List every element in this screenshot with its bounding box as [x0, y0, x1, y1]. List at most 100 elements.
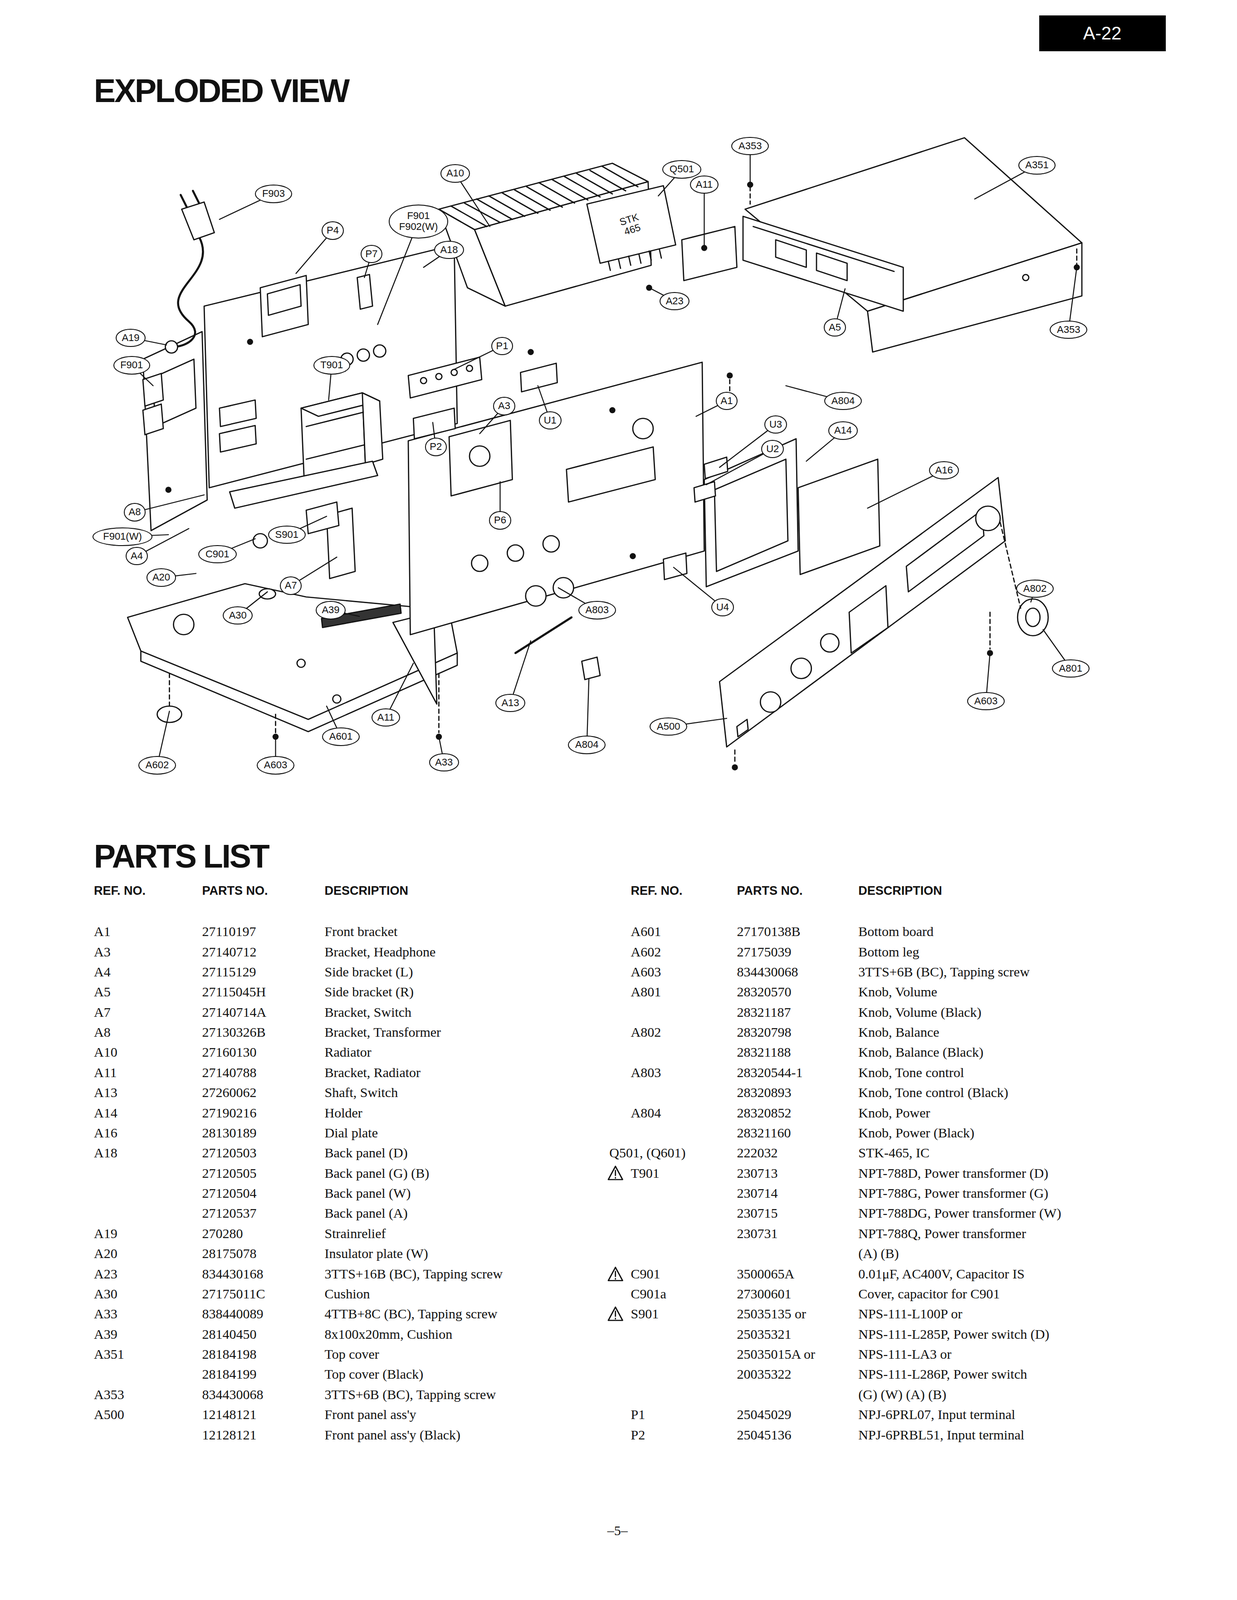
- table-cell: Cushion: [324, 1285, 371, 1303]
- callout-number: F903: [262, 188, 285, 200]
- table-cell: Strainrelief: [324, 1225, 387, 1242]
- table-cell: 28321160: [737, 1124, 792, 1142]
- table-header: DESCRIPTION: [858, 883, 943, 899]
- table-cell: 230715: [737, 1205, 778, 1222]
- table-cell: A804: [630, 1104, 662, 1122]
- radiator-bracket: [681, 226, 738, 281]
- headphone-bracket: [449, 420, 513, 497]
- caution-symbol: [608, 1166, 623, 1180]
- panel-jack: [373, 345, 387, 358]
- table-cell: 27120537: [202, 1205, 257, 1222]
- side-bracket-right: [743, 216, 904, 312]
- table-cell: NPJ-6PRBL51, Input terminal: [858, 1427, 1025, 1444]
- table-cell: A603: [630, 963, 662, 981]
- fuse-holder: [357, 274, 373, 310]
- callout-number: A11: [377, 712, 395, 724]
- table-cell: 270280: [202, 1225, 244, 1242]
- table-cell: T901: [630, 1165, 660, 1182]
- table-cell: 27115129: [202, 963, 257, 981]
- table-cell: 27140714A: [202, 1004, 267, 1021]
- callout-number: A30: [229, 610, 247, 621]
- table-cell: 28140450: [202, 1326, 257, 1343]
- table-cell: 0.01μF, AC400V, Capacitor IS: [858, 1266, 1025, 1283]
- table-cell: 27300601: [737, 1285, 792, 1303]
- callout-bubble: A16: [928, 461, 959, 480]
- callout-bubble: P2: [425, 437, 447, 456]
- table-cell: Cover, capacitor for C901: [858, 1285, 1000, 1303]
- callout-bubble: A11: [689, 175, 719, 194]
- table-cell: 230713: [737, 1165, 778, 1182]
- table-cell: A802: [630, 1024, 662, 1041]
- callout-number: P6: [493, 514, 507, 526]
- section-tab: A-22: [1039, 15, 1166, 52]
- callout-bubble: F901 F902(W): [388, 204, 449, 239]
- table-cell: A7: [93, 1004, 111, 1021]
- table-cell: S901: [630, 1305, 660, 1323]
- table-cell: NPT-788Q, Power transformer: [858, 1225, 1027, 1242]
- shaft-hole: [507, 545, 524, 562]
- switch-block: [775, 239, 807, 268]
- table-cell: C901: [630, 1266, 661, 1283]
- callout-number: A353: [738, 140, 762, 152]
- callout-number: P2: [429, 441, 442, 453]
- power-knob: [581, 657, 601, 680]
- table-cell: 838440089: [202, 1305, 264, 1323]
- callout-number: P4: [326, 224, 339, 236]
- terminal-jack: [466, 365, 473, 372]
- transformer-side: [362, 392, 383, 465]
- table-cell: A18: [93, 1144, 118, 1162]
- table-cell: Back panel (W): [324, 1185, 411, 1202]
- table-cell: Back panel (D): [324, 1144, 408, 1162]
- callout-number: A601: [329, 731, 353, 743]
- bottom-board: [127, 583, 458, 720]
- callout-bubble: A13: [495, 694, 526, 713]
- table-cell: Q501, (Q601): [609, 1144, 686, 1162]
- callout-number: A351: [1025, 159, 1049, 171]
- table-cell: 3TTS+16B (BC), Tapping screw: [324, 1266, 504, 1283]
- table-cell: 28321187: [737, 1004, 792, 1021]
- callout-bubble: A8: [123, 503, 146, 522]
- table-cell: A351: [93, 1346, 125, 1363]
- table-cell: 27120505: [202, 1165, 257, 1182]
- table-cell: Bracket, Transformer: [324, 1024, 442, 1041]
- table-cell: 28320798: [737, 1024, 792, 1041]
- callout-bubble: A39: [315, 601, 346, 620]
- callout-number: A4: [130, 550, 143, 562]
- table-cell: 27120503: [202, 1144, 257, 1162]
- callout-bubble: A804: [824, 391, 862, 411]
- table-cell: A20: [93, 1245, 118, 1262]
- callout-bubble: A23: [659, 292, 690, 311]
- table-cell: 20035322: [737, 1366, 792, 1383]
- panel-jack: [357, 349, 370, 362]
- table-cell: 3TTS+6B (BC), Tapping screw: [858, 963, 1030, 981]
- table-cell: 25035015A or: [737, 1346, 816, 1363]
- switch: [694, 481, 716, 503]
- callout-bubble: A30: [222, 606, 253, 625]
- callout-number: A16: [935, 464, 954, 476]
- table-cell: 3500065A: [737, 1266, 795, 1283]
- table-cell: STK-465, IC: [858, 1144, 930, 1162]
- transformer-core: [306, 412, 365, 460]
- table-cell: Bracket, Radiator: [324, 1064, 421, 1081]
- screw: [609, 407, 616, 414]
- callout-bubble: A804: [567, 735, 606, 754]
- table-cell: Top cover (Black): [324, 1366, 424, 1383]
- table-cell: A23: [93, 1266, 118, 1283]
- callout-bubble: A801: [1051, 659, 1090, 678]
- panel-cutout: [219, 400, 257, 427]
- callout-bubble: A19: [115, 328, 146, 348]
- table-cell: A13: [93, 1084, 118, 1101]
- callout-number: A7: [284, 580, 298, 592]
- table-cell: 28320570: [737, 983, 792, 1001]
- power-cord: [171, 236, 204, 348]
- headphone-jack: [469, 445, 490, 467]
- table-cell: Top cover: [324, 1346, 380, 1363]
- table-cell: NPS-111-L285P, Power switch (D): [858, 1326, 1050, 1343]
- table-cell: A10: [93, 1044, 118, 1061]
- callout-bubble: P1: [491, 337, 514, 356]
- table-cell: Knob, Power (Black): [858, 1124, 975, 1142]
- cushion: [259, 588, 276, 600]
- table-cell: Knob, Tone control (Black): [858, 1084, 1009, 1101]
- callout-bubble: A14: [828, 421, 859, 440]
